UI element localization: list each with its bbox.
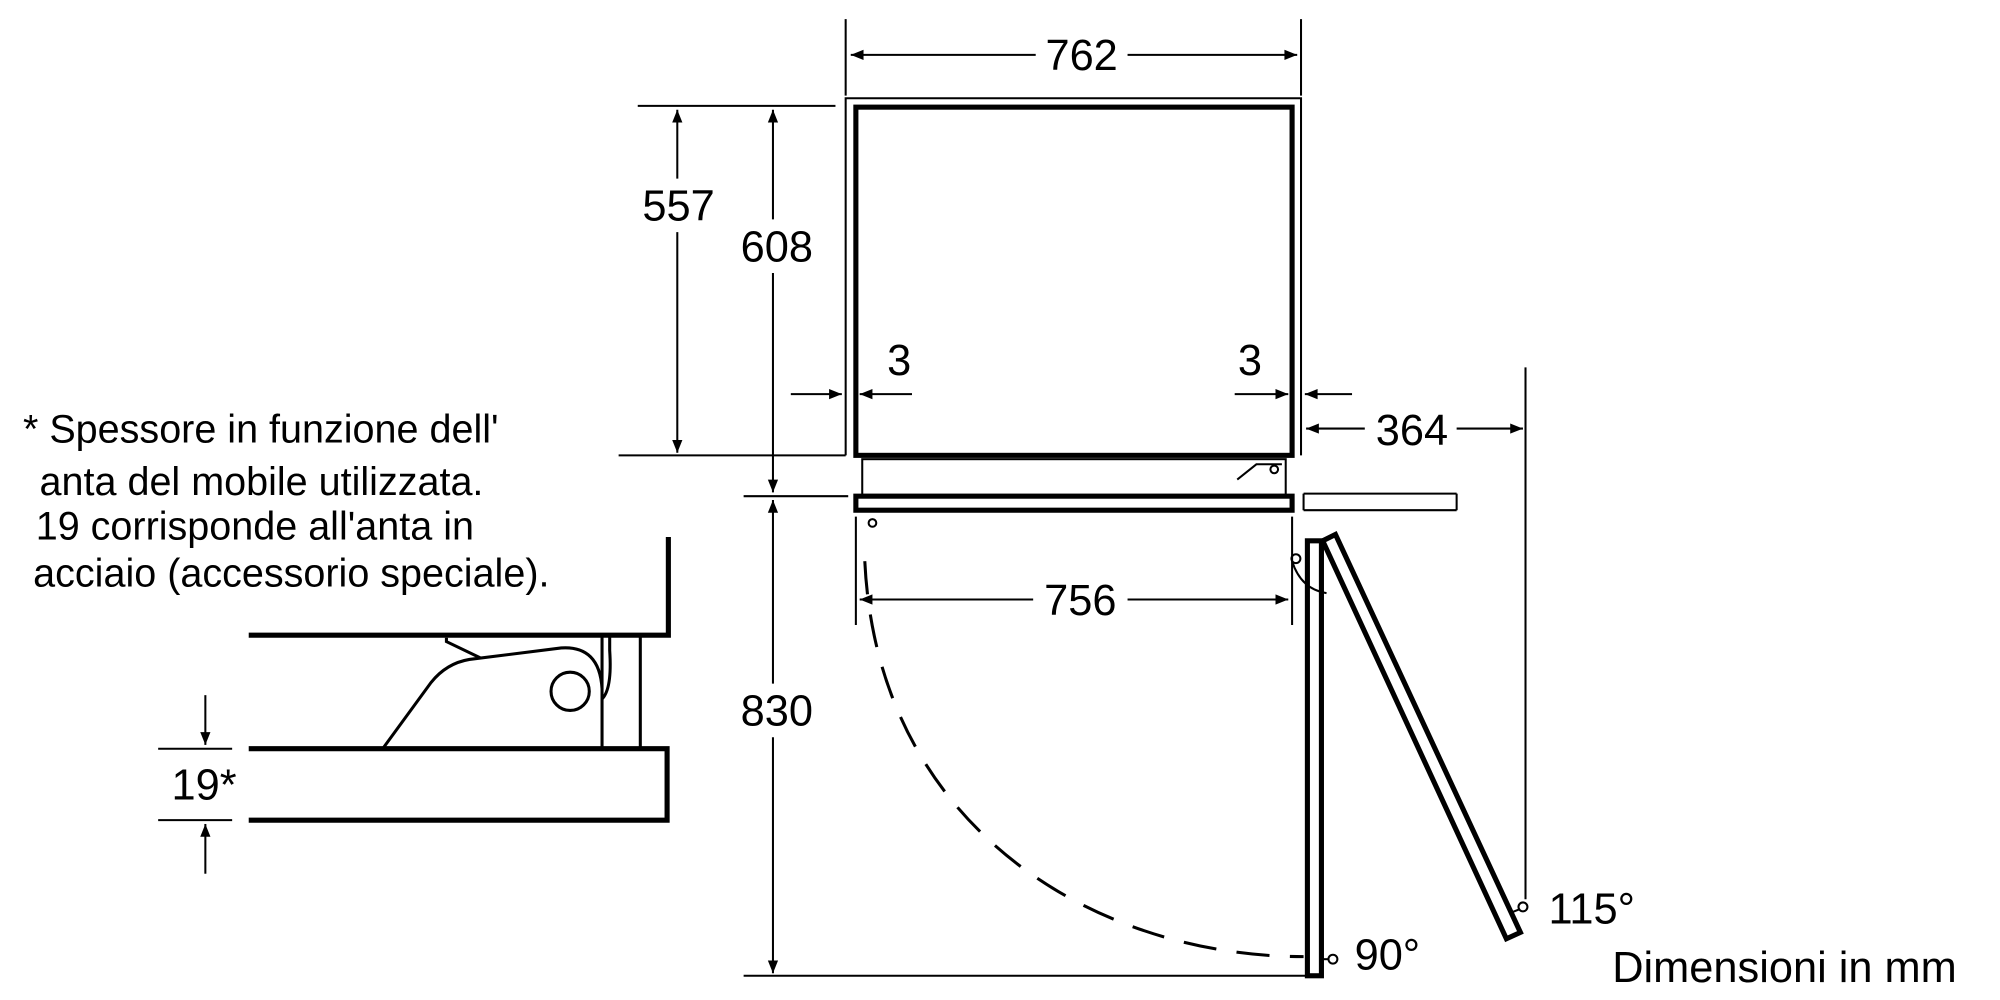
- gap-left-label: 3: [887, 337, 911, 385]
- hinge-detail: [248, 536, 671, 823]
- dimension-557-label: 557: [642, 183, 714, 231]
- dimension-762-label: 762: [1045, 32, 1117, 80]
- dimension-756-label: 756: [1044, 577, 1116, 625]
- niche-outline: [618, 97, 1458, 512]
- thickness-note: * Spessore in funzione dell' anta del mo…: [23, 408, 550, 596]
- note-line: acciaio (accessorio speciale).: [33, 552, 549, 596]
- units-label: Dimensioni in mm: [1612, 944, 1957, 992]
- dimension-557: 557: [637, 104, 836, 453]
- angle-115-label: 115°: [1548, 885, 1634, 933]
- dimension-608-label: 608: [741, 223, 813, 271]
- dimension-756: 756: [854, 516, 1294, 625]
- angle-90-label: 90°: [1355, 931, 1421, 979]
- dimension-762: 762: [844, 19, 1303, 96]
- gap-right-label: 3: [1238, 337, 1262, 385]
- dimension-608: 608: [741, 109, 849, 498]
- dimension-830: 830: [741, 500, 1314, 977]
- door-90-degrees: [1290, 538, 1339, 979]
- dimension-364-label: 364: [1376, 407, 1448, 455]
- dimension-19-label: 19*: [172, 762, 237, 810]
- dimension-19: 19*: [158, 695, 237, 874]
- door-115-degrees: [1319, 530, 1529, 943]
- dimension-364: 364: [1306, 367, 1527, 900]
- door-swing-arc: [863, 561, 1304, 959]
- dimension-gap-right: 3: [1234, 337, 1353, 400]
- dimension-gap-left: 3: [790, 337, 912, 400]
- note-line: 19 corrisponde all'anta in: [36, 505, 474, 549]
- note-line: anta del mobile utilizzata.: [40, 460, 484, 504]
- dimension-830-label: 830: [741, 688, 813, 736]
- note-line: * Spessore in funzione dell': [23, 408, 499, 452]
- appliance-body: [853, 104, 1295, 528]
